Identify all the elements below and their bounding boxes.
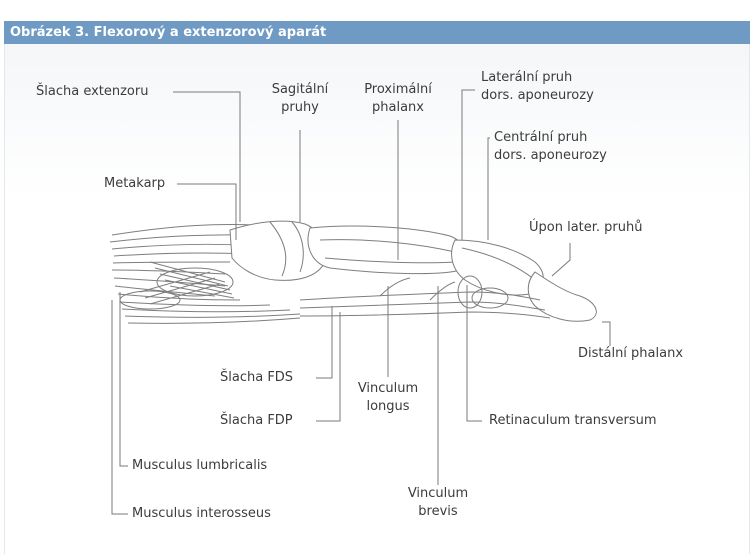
label-slacha-extenzoru: Šlacha extenzoru [36, 84, 148, 100]
label-slacha-fdp: Šlacha FDP [220, 413, 293, 429]
label-distalni-phalanx: Distální phalanx [578, 346, 683, 362]
leader-musculus-lumbricalis [120, 292, 128, 466]
label-proximalni-phalanx-line2: phalanx [350, 100, 446, 116]
leader-centralni-pruh [488, 138, 490, 240]
leader-metakarp [177, 184, 236, 240]
proximal-phalanx-drawing [308, 226, 465, 274]
label-slacha-fds: Šlacha FDS [220, 370, 293, 386]
leader-lateralni-pruh [462, 90, 475, 240]
label-musculus-interosseus: Musculus interosseus [132, 506, 271, 522]
leader-slacha-extenzoru [173, 92, 240, 222]
label-upon-later-pruhu: Úpon later. pruhů [529, 220, 643, 236]
leader-slacha-fdp [316, 312, 340, 421]
label-lateralni-pruh-line2: dors. aponeurozy [481, 88, 594, 104]
label-centralni-pruh-line2: dors. aponeurozy [494, 148, 607, 164]
leader-distalni-phalanx [602, 322, 610, 346]
label-vinculum-longus-line1: Vinculum [350, 381, 426, 397]
leader-slacha-fds [316, 306, 332, 378]
label-retinaculum-transversum: Retinaculum transversum [489, 413, 657, 429]
label-metakarp: Metakarp [104, 176, 165, 192]
label-centralni-pruh-line1: Centrální pruh [494, 130, 587, 146]
label-musculus-lumbricalis: Musculus lumbricalis [132, 458, 267, 474]
label-sagitalni-pruhy-line2: pruhy [262, 100, 338, 116]
leader-retinaculum [467, 285, 482, 421]
distal-phalanx-drawing [528, 272, 596, 321]
leader-upon-later-pruhu [552, 243, 570, 276]
label-vinculum-brevis-line1: Vinculum [400, 486, 476, 502]
label-proximalni-phalanx-line1: Proximální [350, 82, 446, 98]
label-lateralni-pruh-line1: Laterální pruh [481, 70, 572, 86]
label-vinculum-longus-line2: longus [350, 399, 426, 415]
label-sagitalni-pruhy-line1: Sagitální [262, 82, 338, 98]
label-vinculum-brevis-line2: brevis [400, 504, 476, 520]
